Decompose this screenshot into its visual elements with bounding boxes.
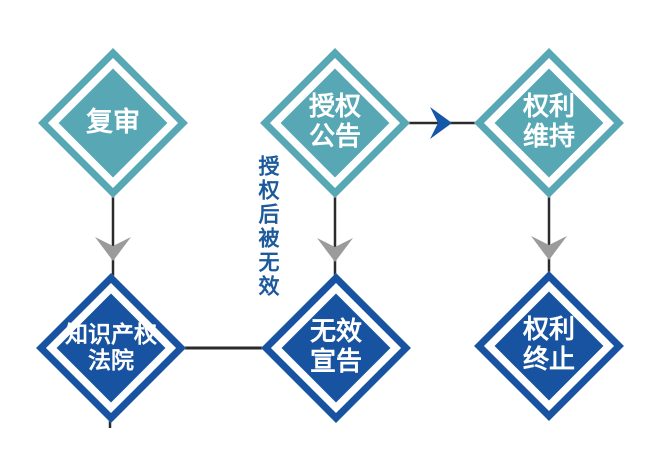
node-right-terminated: 权利 终止: [469, 266, 629, 426]
arrow-down-icon: [95, 237, 131, 261]
node-label-line: 维持: [522, 122, 575, 152]
node-label-line: 权利: [522, 315, 575, 346]
arrow-right-icon: [430, 107, 452, 139]
node-label: 权利 维持: [469, 43, 629, 203]
node-label-line: 知识产权: [65, 321, 157, 348]
node-label: 复审: [33, 43, 193, 203]
node-label-line: 宣告: [309, 347, 362, 377]
node-ip-court: 知识产权 法院: [31, 268, 191, 428]
node-label: 无效 宣告: [256, 268, 416, 428]
node-label-line: 授权: [308, 92, 361, 123]
node-invalidation: 无效 宣告: [256, 268, 416, 428]
node-label-line: 权利: [522, 92, 575, 123]
node-label-line: 公告: [308, 122, 361, 152]
node-label: 知识产权 法院: [31, 268, 191, 428]
node-label-line: 法院: [88, 348, 134, 374]
node-label: 权利 终止: [469, 266, 629, 426]
node-label-line: 无效: [309, 317, 362, 348]
node-review: 复审: [33, 43, 193, 203]
node-label-line: 复审: [86, 107, 140, 139]
node-label: 授权 公告: [255, 43, 415, 203]
arrow-down-icon: [531, 236, 567, 260]
node-right-maintained: 权利 维持: [469, 43, 629, 203]
node-grant-announcement: 授权 公告: [255, 43, 415, 203]
arrow-down-icon: [317, 238, 353, 262]
annotation-invalidated-after-grant: 授权后被无效: [256, 155, 280, 299]
node-label-line: 终止: [522, 345, 575, 375]
